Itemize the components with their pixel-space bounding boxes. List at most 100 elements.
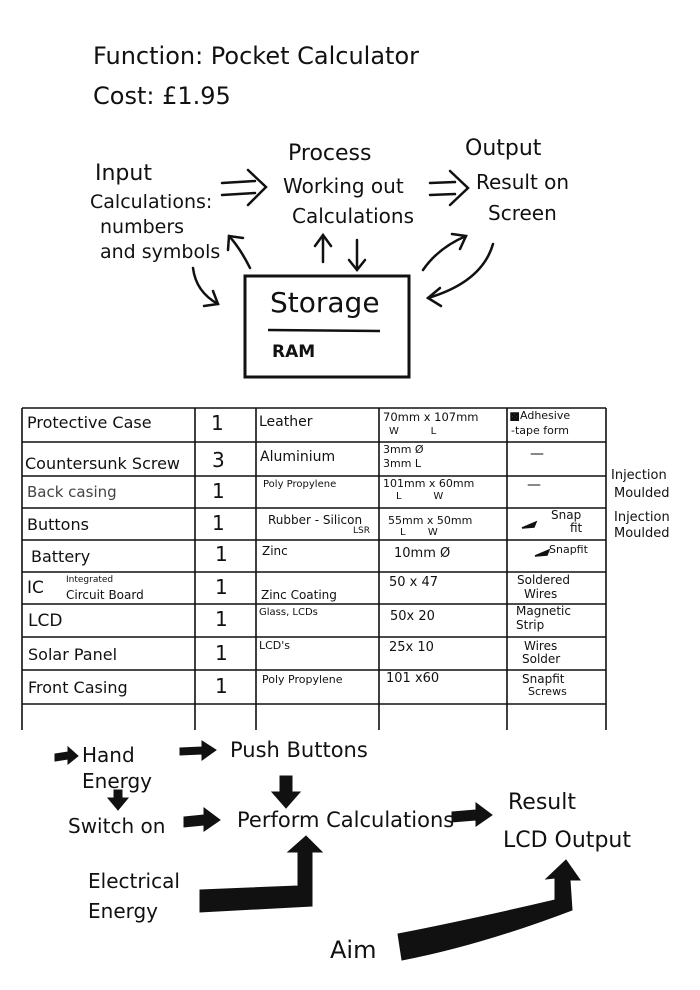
storage-title: Storage: [270, 286, 380, 319]
row-1-size-sub: W L: [389, 426, 437, 437]
row-2-fixing: —: [530, 446, 544, 462]
switch-to-perform-arrow: [183, 807, 221, 832]
storage-process-arrows: [313, 232, 367, 273]
row-8-fixing: Wires: [524, 639, 558, 653]
aim-to-output-arrow: [397, 859, 581, 961]
side-note-1-line-2: Moulded: [614, 486, 670, 501]
row-3-qty: 1: [212, 479, 225, 503]
row-1-material: Leather: [259, 414, 313, 430]
row-4-size: 55mm x 50mm: [388, 514, 473, 527]
row-9-material: Poly Propylene: [262, 673, 343, 686]
flow-push-buttons: Push Buttons: [230, 738, 368, 762]
row-6-part-small: Integrated: [66, 575, 114, 585]
arrow-mark-icon: [534, 548, 551, 557]
row-4-qty: 1: [212, 511, 225, 535]
row-5-fixing: Snapfit: [549, 543, 588, 556]
row-5-material: Zinc: [262, 544, 288, 558]
hand-to-switch-arrow: [106, 789, 130, 811]
row-7-fixing: Magnetic: [516, 604, 571, 618]
storage-output-arrows: [421, 232, 495, 308]
row-6-size: 50 x 47: [389, 575, 439, 590]
crossed-mark-icon: ⊠: [510, 410, 519, 423]
side-note-2-line-1: Injection: [614, 510, 670, 525]
input-line-1: Calculations:: [90, 191, 213, 213]
row-1-fixing: Adhesive: [520, 409, 571, 422]
cost-label: Cost: £1.95: [93, 82, 231, 110]
side-note-2-line-2: Moulded: [614, 526, 670, 541]
row-7-size: 50x 20: [390, 609, 435, 624]
flow-electrical-energy: Electrical Energy: [88, 869, 180, 923]
row-5-qty: 1: [215, 542, 228, 566]
row-6-fixing: Soldered: [517, 573, 570, 587]
process-output-arrow: [428, 169, 470, 207]
row-2-qty: 3: [212, 448, 225, 472]
row-1-part: Protective Case: [27, 413, 152, 432]
row-8-size: 25x 10: [389, 640, 434, 655]
hand-energy-arrow: [54, 745, 79, 766]
row-4-size-sub: L W: [400, 527, 438, 538]
flow-perform-calculations: Perform Calculations: [237, 808, 455, 832]
output-title: Output: [465, 136, 542, 161]
row-8-fixing-sub: Solder: [522, 652, 561, 666]
row-2-size-sub: 3mm L: [383, 457, 422, 470]
row-3-fixing: —: [527, 477, 541, 493]
perform-to-result-arrow: [451, 802, 493, 827]
row-5-size: 10mm Ø: [394, 546, 451, 561]
row-4-fixing: Snap: [551, 508, 582, 522]
row-8-material: LCD's: [259, 639, 291, 652]
row-8-qty: 1: [215, 641, 228, 665]
row-5-part: Battery: [31, 547, 91, 566]
row-6-qty: 1: [215, 575, 228, 599]
row-2-material: Aluminium: [260, 449, 336, 465]
row-7-material: Glass, LCDs: [259, 607, 318, 618]
row-2-size: 3mm Ø: [383, 443, 424, 456]
input-process-arrow: [220, 168, 268, 207]
row-6-material: Zinc Coating: [261, 588, 337, 602]
function-title: Function: Pocket Calculator: [93, 42, 420, 70]
storage-sub: RAM: [272, 342, 316, 362]
input-title: Input: [95, 161, 152, 186]
row-1-qty: 1: [211, 411, 224, 435]
flow-lcd-output: LCD Output: [503, 828, 631, 853]
row-3-size: 101mm x 60mm: [383, 477, 475, 490]
row-1-fixing-sub: -tape form: [511, 424, 569, 437]
row-3-part: Back casing: [27, 483, 117, 501]
output-line-2: Screen: [488, 201, 557, 225]
row-9-fixing-sub: Screws: [528, 685, 567, 698]
row-6-part-sub: Circuit Board: [66, 588, 144, 602]
input-line-3: and symbols: [100, 241, 221, 263]
storage-input-arrows: [191, 234, 252, 308]
push-to-perform-arrow: [270, 775, 302, 809]
row-9-size: 101 x60: [386, 671, 440, 686]
row-4-material: Rubber - Silicon: [268, 513, 363, 527]
side-note-1-line-1: Injection: [611, 468, 667, 483]
row-1-size: 70mm x 107mm: [383, 410, 479, 424]
row-7-part: LCD: [28, 611, 63, 631]
storage-underline: [267, 328, 381, 333]
row-6-fixing-sub: Wires: [524, 587, 558, 601]
electrical-to-perform-arrow: [199, 835, 324, 913]
process-line-1: Working out: [283, 174, 404, 198]
row-4-fixing-sub: fit: [570, 521, 583, 535]
flow-aim: Aim: [330, 936, 377, 964]
row-2-part: Countersunk Screw: [25, 454, 181, 473]
storage-box: [243, 274, 411, 379]
flow-switch-on: Switch on: [68, 814, 166, 838]
row-4-material-sub: LSR: [353, 526, 370, 536]
row-6-part: IC: [27, 578, 44, 598]
row-9-qty: 1: [215, 674, 228, 698]
flow-result: Result: [508, 790, 576, 815]
input-line-2: numbers: [100, 216, 185, 238]
flow-hand-energy: Hand Energy: [82, 743, 153, 793]
row-3-material: Poly Propylene: [263, 479, 337, 490]
row-8-part: Solar Panel: [28, 645, 118, 664]
row-9-part: Front Casing: [28, 678, 128, 697]
row-3-size-sub: L W: [396, 491, 444, 502]
row-7-qty: 1: [215, 607, 228, 631]
row-4-part: Buttons: [27, 515, 89, 534]
process-line-2: Calculations: [292, 204, 414, 228]
